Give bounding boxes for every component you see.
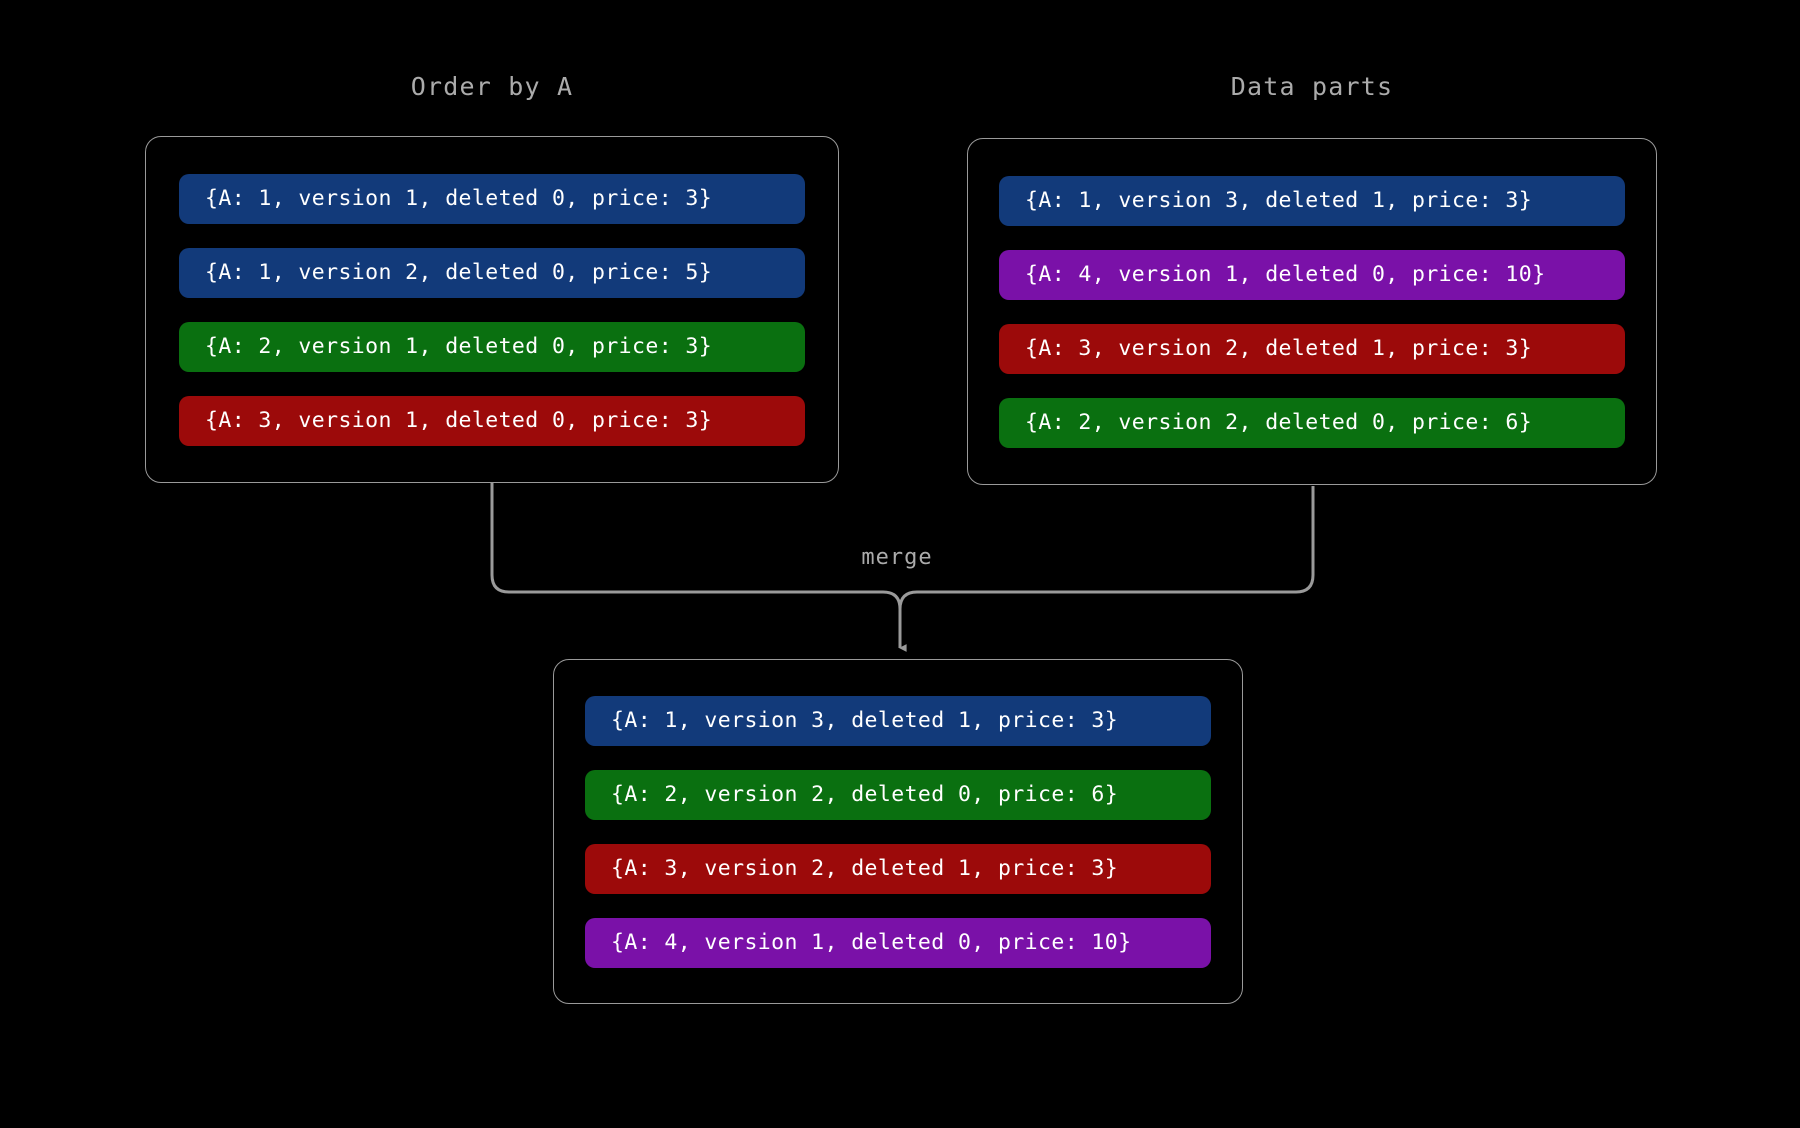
record-row: {A: 1, version 1, deleted 0, price: 3} [179,173,805,224]
panel-title-order-by-a: Order by A [410,72,574,101]
record-row: {A: 2, version 2, deleted 0, price: 6} [999,397,1625,448]
record-row: {A: 3, version 2, deleted 1, price: 3} [999,323,1625,374]
record-row: {A: 1, version 3, deleted 1, price: 3} [585,695,1211,746]
record-row: {A: 3, version 2, deleted 1, price: 3} [585,843,1211,894]
record-row: {A: 4, version 1, deleted 0, price: 10} [585,917,1211,968]
record-row: {A: 2, version 2, deleted 0, price: 6} [585,769,1211,820]
record-row: {A: 1, version 3, deleted 1, price: 3} [999,175,1625,226]
panel-title-data-parts: Data parts [1230,72,1394,101]
connector-path-right [898,486,1315,640]
record-row: {A: 4, version 1, deleted 0, price: 10} [999,249,1625,300]
panel-merged-result: {A: 1, version 3, deleted 1, price: 3} {… [553,659,1243,1004]
panel-data-parts: {A: 1, version 3, deleted 1, price: 3} {… [967,138,1657,485]
connector-path-left [490,483,907,652]
record-row: {A: 3, version 1, deleted 0, price: 3} [179,395,805,446]
panel-order-by-a: {A: 1, version 1, deleted 0, price: 3} {… [145,136,839,483]
record-row: {A: 2, version 1, deleted 0, price: 3} [179,321,805,372]
merge-label: merge [861,545,933,570]
record-row: {A: 1, version 2, deleted 0, price: 5} [179,247,805,298]
